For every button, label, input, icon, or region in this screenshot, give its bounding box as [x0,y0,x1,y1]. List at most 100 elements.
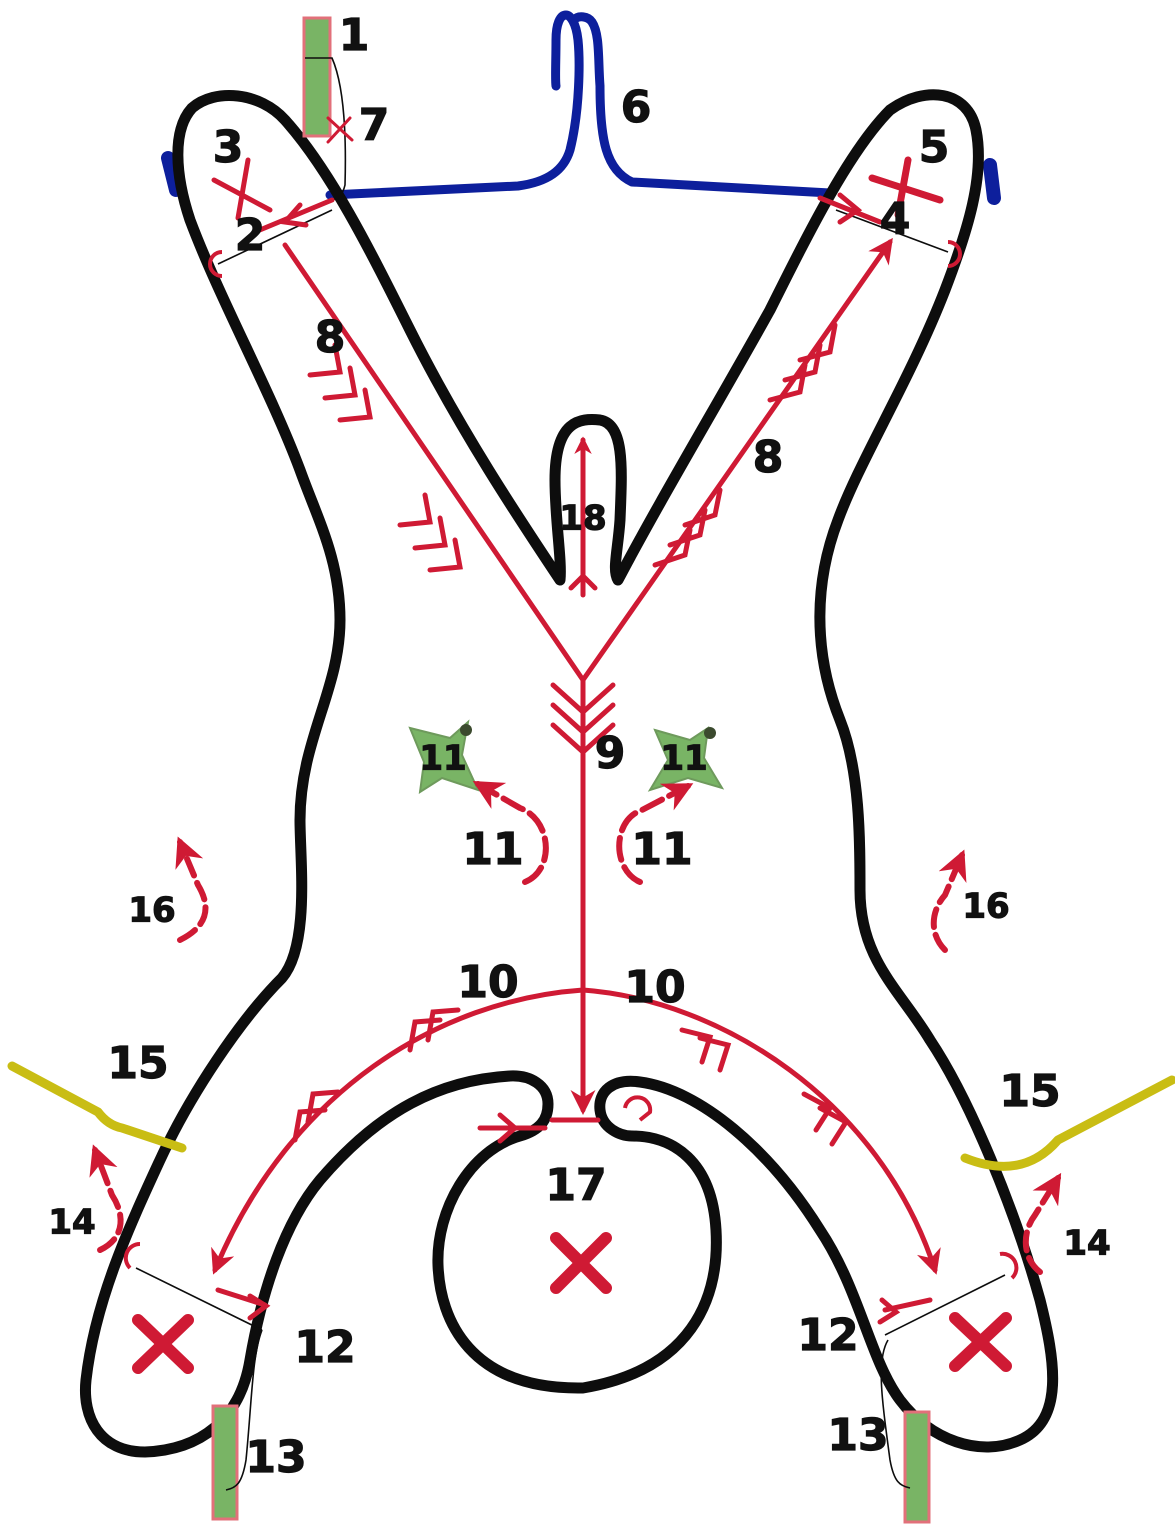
chevron-10-right-2 [679,1027,714,1065]
label-16-right: 16 [962,887,1009,927]
curved-arrows [89,781,1062,1275]
x-marks [132,116,1012,1374]
cut-line-bottom-right [884,1274,1006,1336]
x-mark-17 [550,1232,612,1294]
chevron-8-left-1 [307,342,343,378]
rail-left-cap [161,151,183,197]
label-6: 6 [621,82,652,133]
connector-bottom-right [880,1339,911,1489]
label-17: 17 [545,1160,606,1211]
label-16-left: 16 [128,891,175,931]
yellow-line-left [7,1061,187,1153]
x-mark-bottom-left [132,1314,194,1374]
cut-end-top-left [208,250,223,278]
curved-arrow-16-left [175,836,209,943]
chevron-9-1 [550,682,616,716]
chevron-8-left-3 [337,387,373,423]
chevron-10-left-4 [305,1089,341,1125]
label-4: 4 [880,194,911,245]
green-tags [211,16,931,1524]
label-7: 7 [359,100,390,151]
cut-end-bottom-left [123,1241,141,1270]
label-13-left: 13 [245,1432,306,1483]
chevron-12-left [247,1293,271,1321]
chevron-8-left-5 [412,515,448,551]
chevron-10-left-3 [292,1107,328,1143]
label-10-left: 10 [457,957,518,1008]
arrow-4-feed [817,195,883,225]
cut-end-bottom-center [623,1095,653,1122]
cut-end-marks [123,240,1019,1280]
connector-bottom-left [225,1329,263,1491]
chevron-2 [280,202,309,228]
outer-outline [79,89,1059,1458]
chevron-bottom-center [497,1112,519,1144]
arrow-10-right [580,987,941,1275]
blue-rail [161,10,1001,205]
star-right [647,725,725,792]
green-tag-top [302,16,332,138]
chevron-8-right-3 [682,487,723,528]
label-10-right: 10 [624,962,685,1013]
curved-arrow-16-right [930,849,967,953]
body-outline [79,89,1059,1458]
label-11-arrow-left: 11 [462,824,523,875]
chevron-4 [837,192,863,225]
chevron-8-left-6 [427,537,463,573]
label-11-star-left: 11 [419,739,466,779]
chevron-8-left-4 [397,492,433,528]
chevron-9-3 [550,722,616,756]
rail-right-cap [983,158,1001,205]
label-1: 1 [339,10,370,61]
number-labels: 1 2 3 4 5 6 7 8 8 9 10 10 11 11 11 11 12… [48,9,1112,1483]
cut-line-top-right [835,209,949,253]
label-13-right: 13 [827,1410,888,1461]
curved-arrow-14-right [1022,1172,1062,1275]
curved-arrow-11-left [472,781,549,885]
chevron-marks [247,192,901,1325]
arrow-8-left [282,242,586,683]
arrow-8-right [580,237,893,683]
star-right-dot [704,727,716,739]
thin-connectors [135,57,1006,1491]
yellow-line-right [960,1075,1175,1171]
red-arrows [211,195,941,1313]
rail-bar [325,10,835,200]
green-tag-bottom-left [211,1404,239,1521]
label-9: 9 [595,728,626,779]
chevron-8-right-6 [797,322,838,363]
label-8-right: 8 [753,432,784,483]
chevron-18 [568,572,598,591]
star-left-dot [460,724,472,736]
x-mark-bottom-right [949,1312,1012,1372]
label-12-left: 12 [294,1322,355,1373]
label-11-star-right: 11 [660,739,707,779]
yellow-lines [7,1061,1175,1171]
chevron-10-right-4 [801,1091,834,1133]
cut-end-top-right [947,240,962,268]
label-14-right: 14 [1063,1224,1110,1264]
label-15-right: 15 [999,1066,1060,1117]
label-3: 3 [213,122,244,173]
label-2: 2 [235,210,266,261]
connector-top [305,57,347,201]
label-14-left: 14 [48,1203,95,1243]
curved-arrow-14-left [89,1144,124,1253]
cut-line-top-left [217,209,333,265]
label-5: 5 [919,122,950,173]
chevron-12-right [877,1297,901,1325]
label-8-left: 8 [315,312,346,363]
chevron-8-left-2 [322,365,358,401]
x-mark-3 [211,157,273,221]
green-tag-bottom-right [903,1410,931,1524]
cut-line-bottom-left [135,1267,263,1331]
chevron-10-left-2 [425,1007,461,1043]
x-mark-5 [868,156,944,219]
label-11-arrow-right: 11 [631,824,692,875]
chevron-9-2 [550,702,616,736]
cut-end-bottom-right [999,1251,1019,1280]
label-18: 18 [559,499,606,539]
arrow-10-left [211,987,586,1275]
x-mark-7 [326,116,354,144]
